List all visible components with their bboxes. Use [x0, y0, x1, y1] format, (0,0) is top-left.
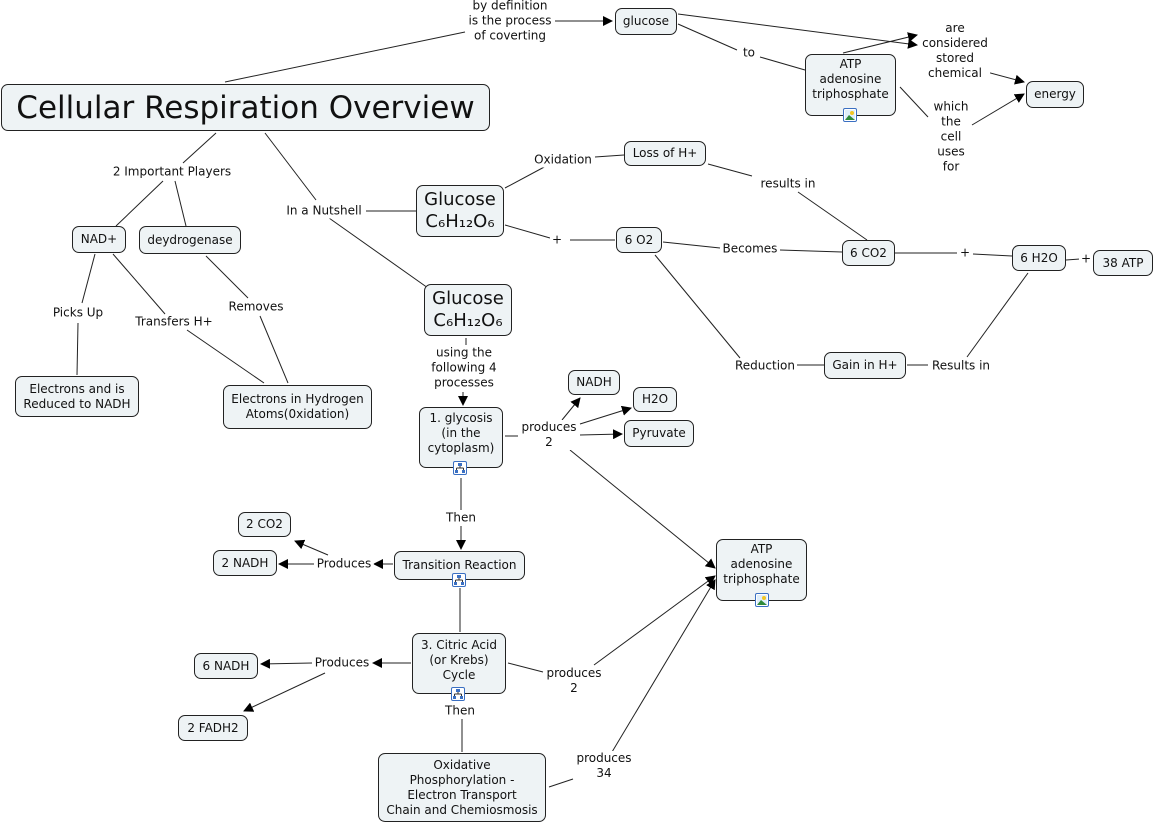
label-produces-34: produces 34	[574, 751, 634, 781]
label-reduction: Reduction	[733, 358, 797, 374]
node-loss-h[interactable]: Loss of H+	[624, 141, 706, 166]
label-plus-3: +	[1078, 251, 1094, 267]
node-atp-mid[interactable]: ATP adenosine triphosphate	[716, 539, 807, 601]
node-nadh-2[interactable]: 2 NADH	[213, 550, 277, 576]
label-produces-2b: produces 2	[544, 666, 604, 696]
label-considered: are considered stored chemical	[920, 21, 990, 81]
node-o2[interactable]: 6 O2	[616, 227, 662, 253]
concept-map-icon[interactable]	[452, 573, 466, 587]
label-then-2: Then	[443, 703, 477, 719]
label-by-definition: by definition is the process of covertin…	[466, 0, 554, 44]
label-then-1: Then	[444, 510, 478, 526]
label-produces-tr: Produces	[314, 556, 374, 572]
node-atp-38[interactable]: 38 ATP	[1093, 250, 1153, 276]
node-glycolysis[interactable]: 1. glycosis (in the cytoplasm)	[419, 407, 503, 468]
node-nadh[interactable]: NADH	[568, 370, 620, 395]
node-h2o[interactable]: H2O	[633, 387, 677, 412]
node-fadh2[interactable]: 2 FADH2	[178, 715, 248, 741]
concept-map-icon[interactable]	[453, 461, 467, 475]
label-produces-2a: produces 2	[519, 420, 579, 450]
label-important-players: 2 Important Players	[110, 164, 234, 180]
label-removes: Removes	[226, 299, 286, 315]
image-icon[interactable]	[755, 593, 769, 607]
node-h2o-6[interactable]: 6 H2O	[1012, 245, 1066, 271]
node-glucose-formula-1[interactable]: Glucose C₆H₁₂O₆	[416, 185, 504, 237]
label-oxidation: Oxidation	[532, 152, 594, 168]
label-to: to	[740, 45, 758, 61]
label-picks-up: Picks Up	[50, 305, 106, 321]
node-co2-2[interactable]: 2 CO2	[238, 512, 291, 537]
node-oxidative[interactable]: Oxidative Phosphorylation - Electron Tra…	[378, 753, 546, 822]
node-citric[interactable]: 3. Citric Acid (or Krebs) Cycle	[412, 633, 506, 694]
node-dehydrogenase[interactable]: deydrogenase	[139, 226, 241, 254]
node-gain-h[interactable]: Gain in H+	[824, 352, 906, 379]
node-energy[interactable]: energy	[1026, 81, 1084, 108]
node-glucose-top[interactable]: glucose	[615, 8, 677, 35]
label-results-in-2: Results in	[929, 358, 993, 374]
node-atp-top[interactable]: ATP adenosine triphosphate	[805, 54, 896, 116]
label-nutshell: In a Nutshell	[284, 203, 364, 219]
concept-map-icon[interactable]	[451, 687, 465, 701]
node-glucose-formula-2[interactable]: Glucose C₆H₁₂O₆	[424, 284, 512, 336]
node-nadh-6[interactable]: 6 NADH	[194, 653, 258, 679]
label-becomes: Becomes	[720, 241, 780, 257]
node-pyruvate[interactable]: Pyruvate	[624, 420, 694, 447]
label-using: using the following 4 processes	[429, 345, 499, 391]
node-electrons-hydrogen[interactable]: Electrons in Hydrogen Atoms(0xidation)	[223, 385, 372, 429]
node-electrons-nadh[interactable]: Electrons and is Reduced to NADH	[15, 376, 139, 417]
label-results-in-1: results in	[758, 176, 818, 192]
label-produces-ca: Produces	[312, 655, 372, 671]
label-transfers: Transfers H+	[133, 314, 215, 330]
title-node[interactable]: Cellular Respiration Overview	[1, 84, 490, 131]
label-plus-2: +	[957, 245, 973, 261]
image-icon[interactable]	[843, 108, 857, 122]
node-co2[interactable]: 6 CO2	[842, 240, 895, 266]
label-which-cell: which the cell uses for	[931, 99, 971, 175]
label-plus-1: +	[549, 232, 565, 248]
node-nad[interactable]: NAD+	[72, 226, 126, 253]
